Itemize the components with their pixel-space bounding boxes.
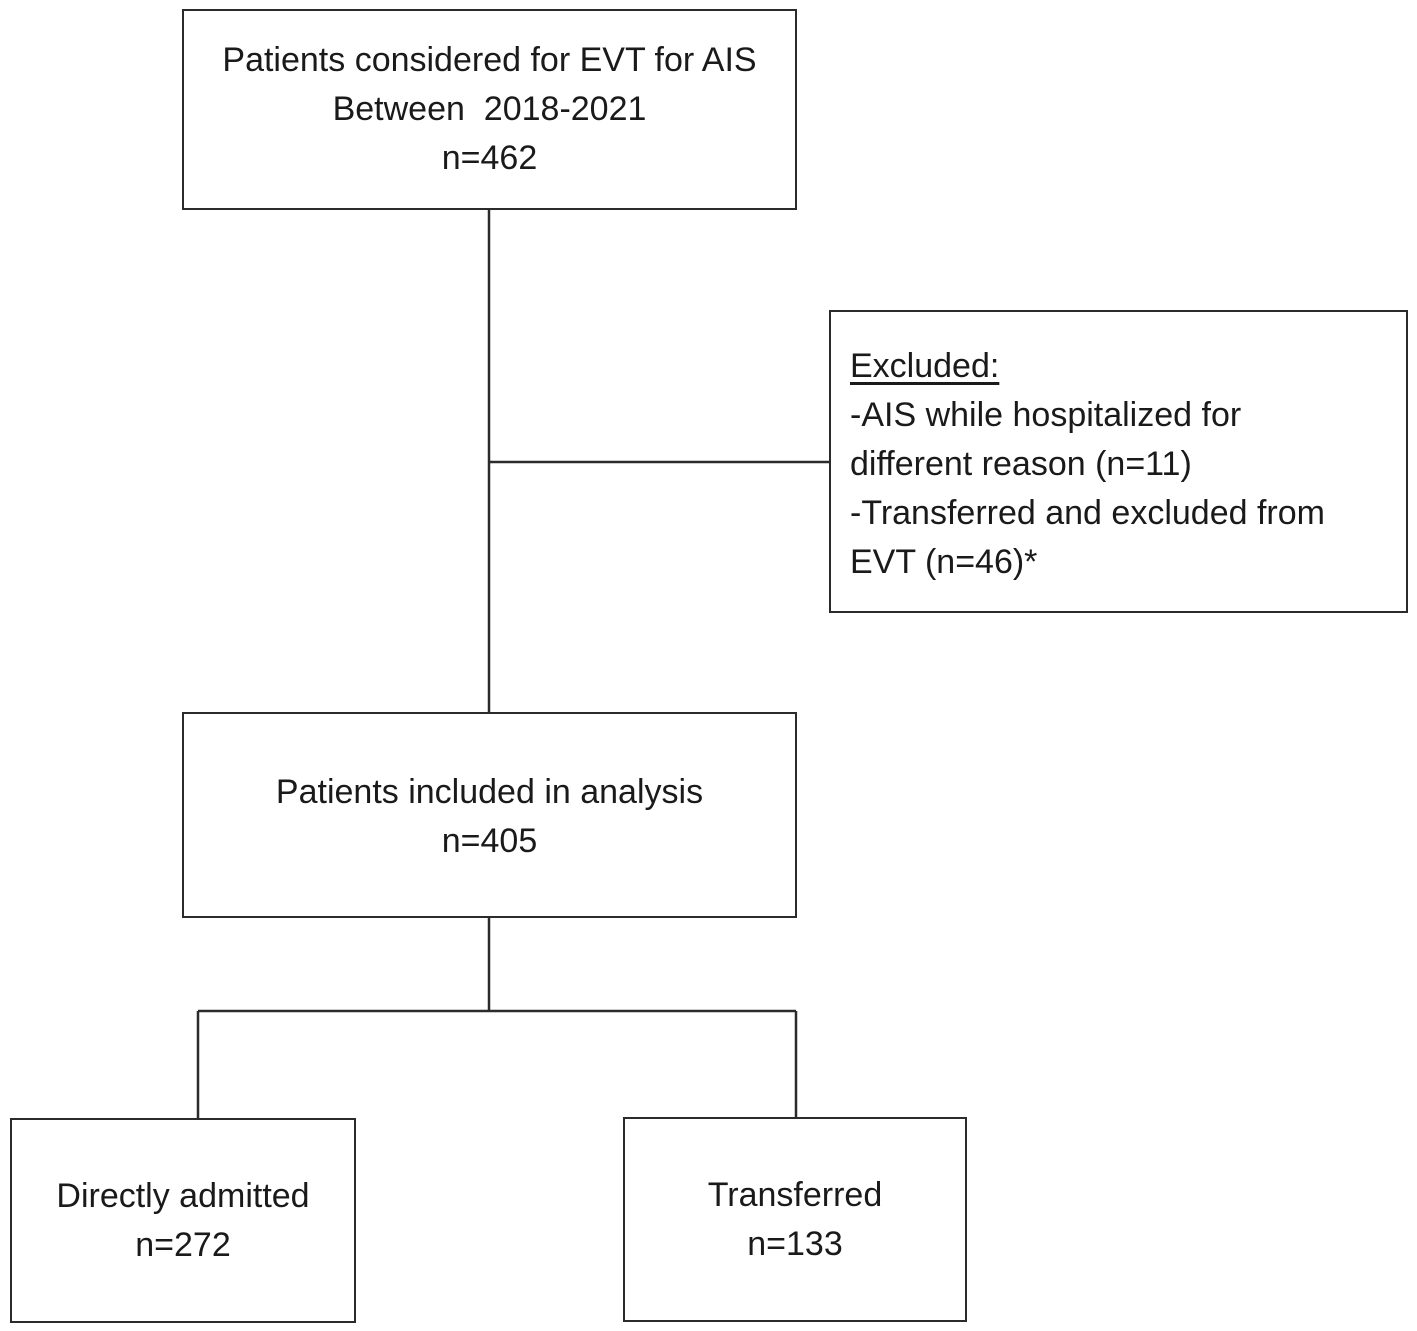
considered-line-2: Between 2018-2021 (332, 90, 647, 128)
considered-line-1: Patients considered for EVT for AIS (222, 41, 757, 79)
direct-count: n=272 (135, 1225, 231, 1264)
excluded-line-2: different reason (n=11) (850, 445, 1192, 483)
excluded-line-1: -AIS while hospitalized for (850, 396, 1242, 434)
excluded-line-4: EVT (n=46)* (850, 543, 1038, 581)
included-line-1: Patients included in analysis (275, 772, 704, 811)
included-count: n=405 (441, 821, 538, 860)
transferred-count: n=133 (747, 1224, 843, 1263)
excluded-line-3: -Transferred and excluded from (850, 494, 1325, 532)
excluded-heading: Excluded: (850, 347, 1000, 385)
transferred-label: Transferred (707, 1175, 883, 1214)
considered-count: n=462 (441, 139, 538, 177)
direct-label: Directly admitted (56, 1176, 310, 1215)
box-patients-included: Patients included in analysis n=405 (182, 712, 797, 918)
box-patients-considered: Patients considered for EVT for AIS Betw… (182, 9, 797, 210)
box-transferred: Transferred n=133 (623, 1117, 967, 1322)
box-directly-admitted: Directly admitted n=272 (10, 1118, 356, 1323)
box-excluded: Excluded: -AIS while hospitalized for di… (829, 310, 1408, 613)
